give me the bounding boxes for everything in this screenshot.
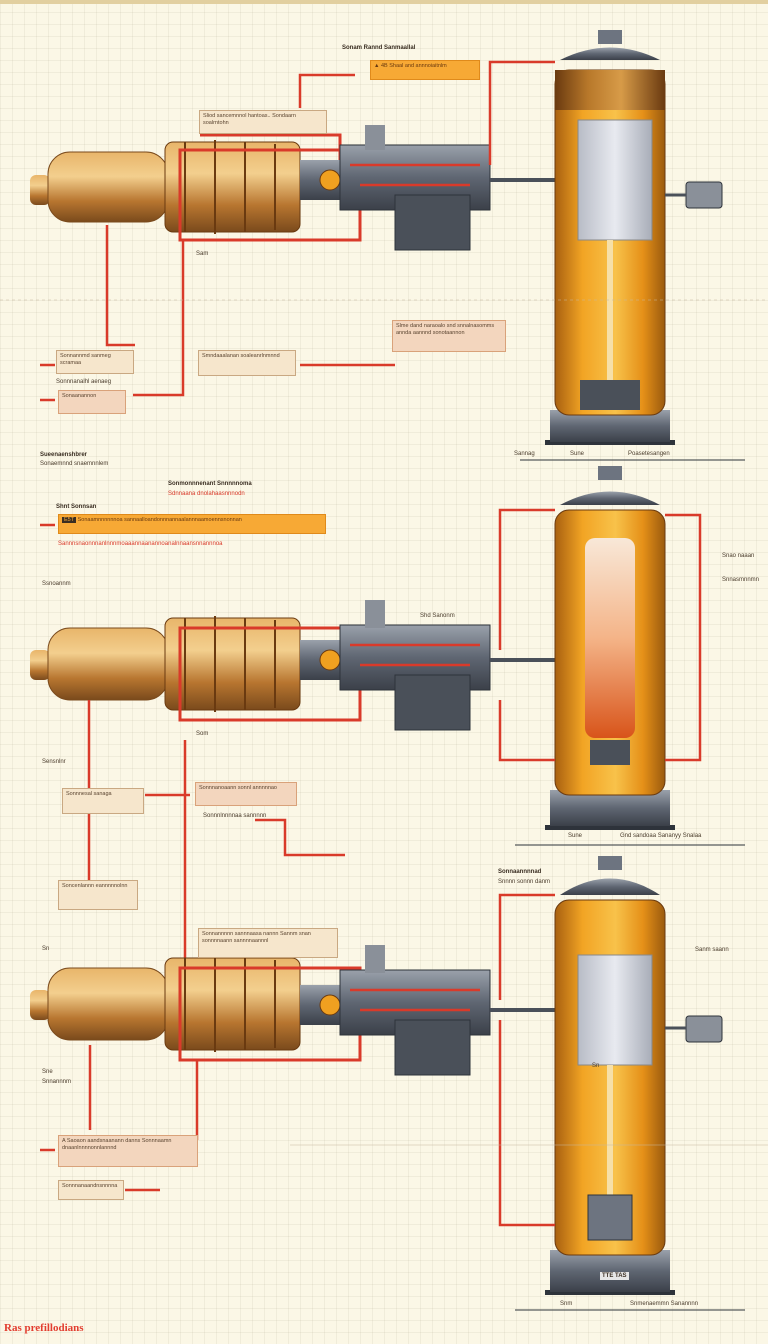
stage1-note-right: Slme dand naraoalo snd snnalnasomms annd… xyxy=(392,320,506,352)
stage2-right-tag-1: Snao naaan xyxy=(722,553,755,559)
tank-1 xyxy=(545,30,723,445)
stage1-mid-title-2: Sonaemnnd snaemnnlem xyxy=(40,461,109,467)
stage3-bottom-label-2: Snmenaemmn Sanannnn xyxy=(630,1301,699,1307)
stage-3 xyxy=(30,856,768,1311)
pipes-1 xyxy=(40,60,555,402)
stage3-left-label-1: Sn xyxy=(42,946,50,952)
stage1-header-title: Sonam Rannd Sanmaallal xyxy=(342,45,416,51)
tank-2 xyxy=(545,466,675,830)
stage3-bottom-label-1: Snm xyxy=(560,1301,573,1307)
reactor-vessel-1 xyxy=(30,133,362,242)
stage2-header-subtitle: Sdnnaana dnolahaasnnnodn xyxy=(168,491,245,497)
stage-2 xyxy=(30,466,745,975)
stage2-left-box-a: Sonnnesal sanaga xyxy=(62,788,144,814)
stage3-tank-tag: TTE TAS xyxy=(600,1272,629,1280)
stage3-meter-label: Sn xyxy=(592,1063,600,1069)
stage2-bar-text: Sonaamnnnnnnoa sannaalloandonnnannaalann… xyxy=(77,517,242,523)
stage1-side-label-2: Poasetesangen xyxy=(628,451,670,457)
stage1-mid-title-1: Sueenaenshbrer xyxy=(40,452,88,458)
stage2-mid-box-a: Sonnnanoaann sonnl annnnnao xyxy=(195,782,297,806)
footer-title: Ras prefillodians xyxy=(4,1322,84,1334)
stage1-left-box-b: Sonnnanalhl aenaeg xyxy=(56,379,112,385)
stage3-header-title: Sonnaannnnad xyxy=(498,869,542,875)
stage2-bottom-label-2: Gnd sandoaa Sananyy Snalaa xyxy=(620,833,702,839)
stage1-left-box-a: Sonnannmd sanmeg scramaa xyxy=(56,350,134,374)
stage2-right-tag-2: Snnasmnnmn xyxy=(722,577,760,583)
pipes-2 xyxy=(40,508,702,975)
tank-3 xyxy=(545,856,723,1295)
stage2-header-title: Sonmonnnenant Snnnnnoma xyxy=(168,481,252,487)
pump-assembly-1 xyxy=(300,125,555,251)
stage2-bottom-label-1: Sune xyxy=(568,833,583,839)
stage2-left-label-1: Ssnoannm xyxy=(42,581,71,587)
stage2-meter-label: Som xyxy=(196,731,209,737)
stage-1 xyxy=(0,30,768,461)
stage3-right-tag: Sanm saann xyxy=(695,947,729,953)
stage1-header-badge: ▲ 4B xyxy=(374,63,388,69)
reactor-vessel-2 xyxy=(30,616,362,722)
stage2-left-label-2: Sensnlnr xyxy=(42,759,66,765)
stage2-mid-box-b: Sonnnlnnnnaa sannnnn xyxy=(203,813,267,819)
pipes-3 xyxy=(40,893,555,1227)
stage3-box-a: Sonnannnnn sannnaasa nannn Sannm snan so… xyxy=(198,928,338,958)
stage3-left-box-a: Soncenlannn eannnnnolnn xyxy=(58,880,138,910)
stage2-pump-label: Shd Sanonm xyxy=(420,613,455,619)
stage2-bar: E5T Sonaamnnnnnnoa sannaalloandonnnannaa… xyxy=(58,514,326,534)
stage1-mid-box: Smndaaalanan soaleanrlnmnnd xyxy=(198,350,296,376)
pump-assembly-3 xyxy=(300,945,555,1076)
stage2-bar-sub: Sannnsnaonnnanlnnnmoaaannaanannoanalnnaa… xyxy=(58,541,223,547)
stage2-top-label: Shnt Sonnsan xyxy=(56,504,97,510)
stage1-box-a: Sliod sancemnnol hantoas.. Sondaarn soal… xyxy=(199,110,327,134)
stage3-left-label-3: Snnannnm xyxy=(42,1079,72,1085)
stage1-pump-label: Sam xyxy=(196,251,209,257)
stage1-header-bar: ▲ 4B Shaal and annnoiaitnlm xyxy=(370,60,480,80)
reactor-vessel-3 xyxy=(30,956,362,1062)
pump-assembly-2 xyxy=(300,600,555,731)
stage3-bottom-box-b: Sonnnanaandnsnnnna xyxy=(58,1180,124,1200)
stage1-header-bar-text: Shaal and annnoiaitnlm xyxy=(389,63,447,69)
stage3-left-label-2: Sne xyxy=(42,1069,53,1075)
top-border xyxy=(0,0,768,4)
stage3-header-sub: Snnnn sonnn danm xyxy=(498,879,551,885)
stage2-bar-badge: E5T xyxy=(62,517,77,523)
stage1-left-box-c: Sonaanannon xyxy=(58,390,126,414)
stage1-side-label-1: Sune xyxy=(570,451,585,457)
stage3-bottom-box-a: A Saoaon aandsnaanann danns Sonnnaamn dn… xyxy=(58,1135,198,1167)
stage1-side-tag: Sannag xyxy=(514,451,535,457)
